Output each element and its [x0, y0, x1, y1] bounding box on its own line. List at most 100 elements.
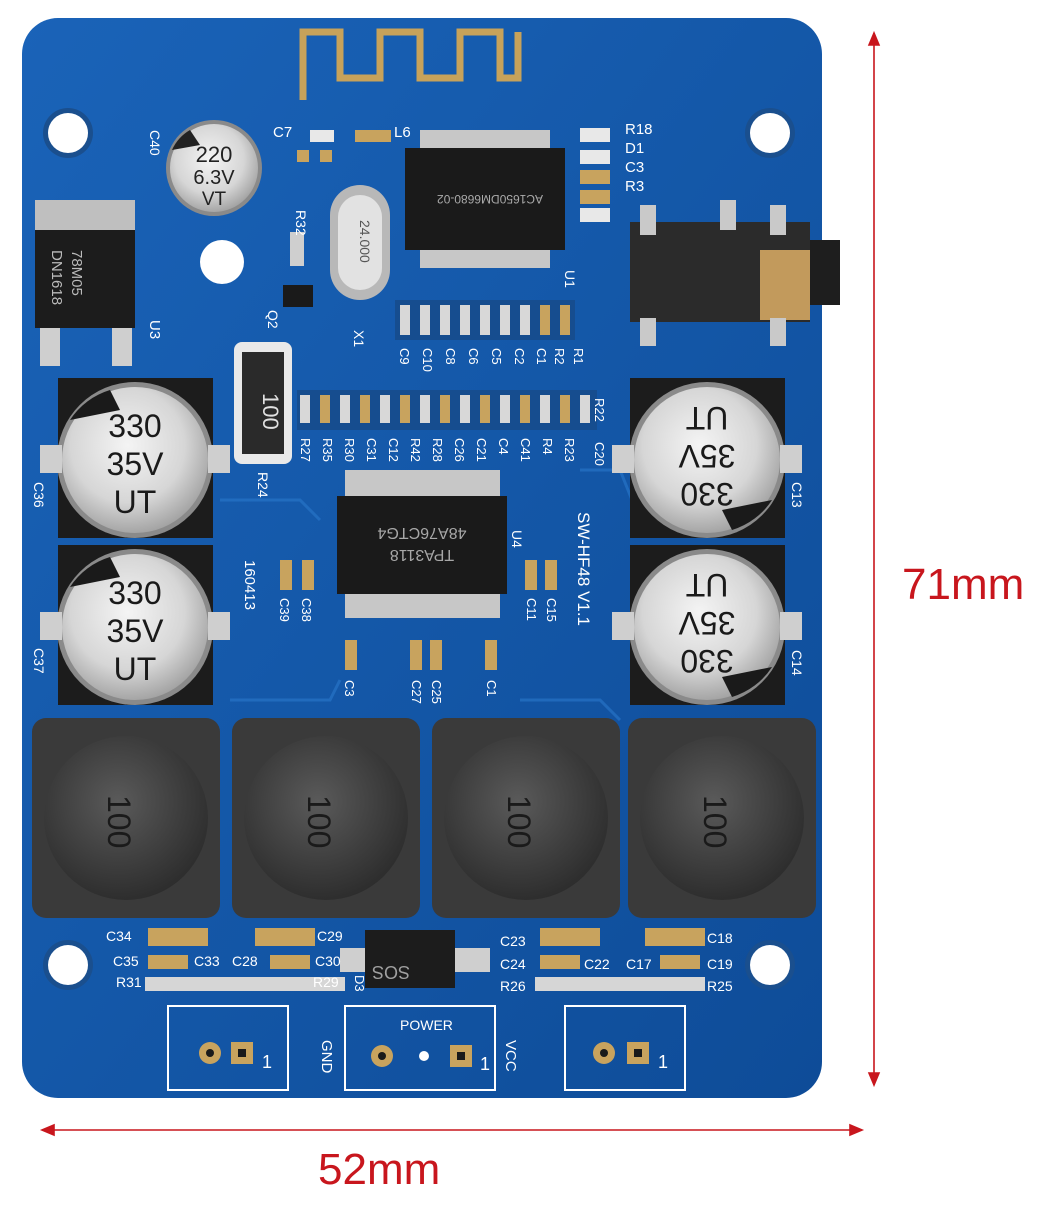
amp-chip-line1: TPA3118	[390, 546, 454, 563]
inductor-1: 100	[32, 718, 220, 918]
silkscreen-row-top: C9 C10 C8 C6 C5 C2 C1 R2 R1	[397, 348, 586, 372]
c27-label: C27	[409, 680, 424, 704]
c14-label: C14	[789, 650, 805, 676]
r24-value: 100	[258, 393, 283, 430]
power-terminal: POWER 1 GND VCC	[318, 1005, 519, 1091]
audio-jack	[630, 200, 840, 346]
bt-chip-text: AC1650DM6680-02	[437, 192, 543, 206]
d3-label: D3	[352, 975, 367, 992]
r24-label: R24	[255, 472, 271, 498]
smd-near-amp	[280, 560, 557, 670]
c3-label: C3	[625, 159, 644, 176]
height-arrow-bottom-icon	[867, 1072, 881, 1088]
x1-label: X1	[351, 330, 367, 347]
width-arrow-left-icon	[39, 1123, 55, 1137]
terminal-left-pin1: 1	[262, 1052, 272, 1072]
c30-label: C30	[315, 953, 341, 969]
c18-label: C18	[707, 930, 733, 946]
r2-label: R2	[552, 348, 567, 365]
r35-label: R35	[320, 438, 335, 462]
inductor-2-value: 100	[301, 795, 337, 848]
r23-label: R23	[562, 438, 577, 462]
r27-label: R27	[298, 438, 313, 462]
diode-d3: SOS D3	[340, 930, 490, 992]
c34-label: C34	[106, 928, 132, 944]
mounting-holes	[43, 108, 795, 990]
c20-label: C20	[592, 442, 607, 466]
c21-label: C21	[474, 438, 489, 462]
terminal-right-pin1: 1	[658, 1052, 668, 1072]
voltage-regulator-u3: 78M05 DN1618 U3	[35, 200, 163, 366]
silkscreen-row-mid: R27 R35 R30 C31 C12 R42 R28 C26 C21 C4 C…	[298, 438, 577, 462]
c13-value: 330	[680, 476, 733, 512]
inductor-4-value: 100	[697, 795, 733, 848]
c40-series: VT	[202, 189, 227, 210]
width-dimension-label: 52mm	[318, 1145, 441, 1194]
c36-voltage: 35V	[107, 446, 165, 482]
c25-label: C25	[429, 680, 444, 704]
c6-label: C6	[466, 348, 481, 365]
c5-label: C5	[489, 348, 504, 365]
big-capacitor-c13: 330 35V UT C13	[612, 378, 805, 538]
c12-label: C12	[386, 438, 401, 462]
c36-label: C36	[31, 482, 47, 508]
inductor-4: 100	[628, 718, 816, 918]
c37-label: C37	[31, 648, 47, 674]
c4-label: C4	[496, 438, 511, 455]
c13-series: UT	[686, 400, 729, 436]
r3-label: R3	[625, 178, 644, 195]
u3-label: U3	[146, 320, 163, 339]
c3x-label: C3	[342, 680, 357, 697]
c8-label: C8	[443, 348, 458, 365]
c1-label: C1	[534, 348, 549, 365]
width-arrow-right-icon	[849, 1123, 865, 1137]
power-pin1: 1	[480, 1054, 490, 1074]
c36-series: UT	[114, 484, 157, 520]
c35-label: C35	[113, 953, 139, 969]
c26-label: C26	[452, 438, 467, 462]
dimension-lines	[39, 30, 881, 1137]
r4-label: R4	[540, 438, 555, 455]
vcc-label: VCC	[502, 1040, 519, 1072]
c37-value: 330	[108, 575, 161, 611]
c1x-label: C1	[484, 680, 499, 697]
c7-label: C7	[273, 124, 292, 141]
c31-label: C31	[364, 438, 379, 462]
inductor-1-value: 100	[101, 795, 137, 848]
r22-label: R22	[592, 398, 607, 422]
r29-label: R29	[313, 974, 339, 990]
smd-row-mid	[297, 390, 597, 430]
c2-label: C2	[512, 348, 527, 365]
r18-label: R18	[625, 121, 653, 138]
c9-label: C9	[397, 348, 412, 365]
regulator-line2: DN1618	[48, 250, 65, 305]
inductor-3: 100	[432, 718, 620, 918]
c19-label: C19	[707, 956, 733, 972]
c36-value: 330	[108, 408, 161, 444]
height-arrow-top-icon	[867, 30, 881, 46]
c33-label: C33	[194, 953, 220, 969]
c13-label: C13	[789, 482, 805, 508]
r31-label: R31	[116, 974, 142, 990]
c24-label: C24	[500, 956, 526, 972]
c28-label: C28	[232, 953, 258, 969]
c40-value: 220	[196, 142, 233, 167]
c14-voltage: 35V	[678, 605, 736, 641]
c39-label: C39	[277, 598, 292, 622]
power-label: POWER	[400, 1017, 453, 1033]
regulator-line1: 78M05	[68, 250, 85, 296]
r28-label: R28	[430, 438, 445, 462]
c37-series: UT	[114, 651, 157, 687]
smd-parts-top	[283, 128, 610, 307]
small-capacitor-c40: 220 6.3V VT C40	[147, 120, 262, 216]
u4-label: U4	[509, 530, 525, 548]
silkscreen-bottom: C34 C35 R31 C33 C28 C29 C30 R29 C23 C24 …	[106, 928, 733, 994]
q2-label: Q2	[265, 310, 281, 329]
l6-label: L6	[394, 124, 411, 141]
crystal-text: 24.000	[357, 220, 373, 263]
bluetooth-chip-u1: AC1650DM6680-02 U1	[405, 130, 578, 288]
smd-bottom	[145, 928, 705, 991]
c15-label: C15	[544, 598, 559, 622]
amplifier-chip-u4: TPA3118 48A76CTG4 U4	[337, 470, 525, 618]
